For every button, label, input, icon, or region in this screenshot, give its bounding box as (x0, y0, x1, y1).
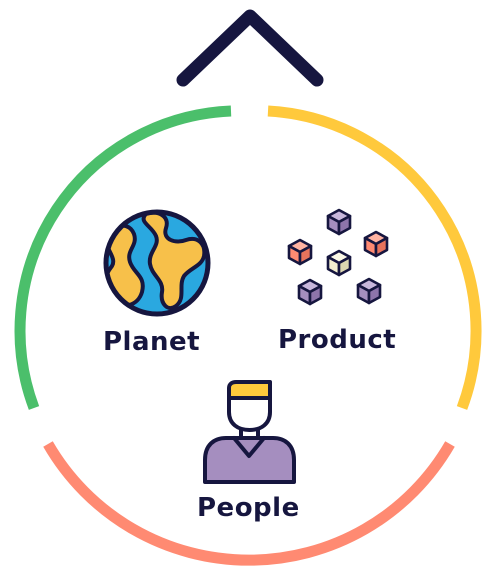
person-hair (227, 380, 272, 400)
people-arc (43, 441, 455, 566)
product-arc (267, 105, 482, 410)
cube-center (326, 249, 352, 277)
product-label: Product (278, 325, 397, 355)
planet-label: Planet (103, 327, 201, 357)
person-icon (203, 380, 296, 484)
cube-top (326, 208, 352, 236)
people-label: People (197, 493, 300, 523)
chevron-up-icon (176, 9, 324, 87)
person-head (227, 396, 272, 432)
cubes-icon (287, 208, 389, 306)
person-body (203, 436, 296, 484)
cube-bottom-right (356, 277, 382, 305)
globe-icon (103, 209, 211, 317)
cube-right (363, 230, 389, 258)
cube-bottom-left (297, 278, 323, 306)
cube-left (287, 238, 313, 266)
planet-arc (14, 105, 232, 410)
